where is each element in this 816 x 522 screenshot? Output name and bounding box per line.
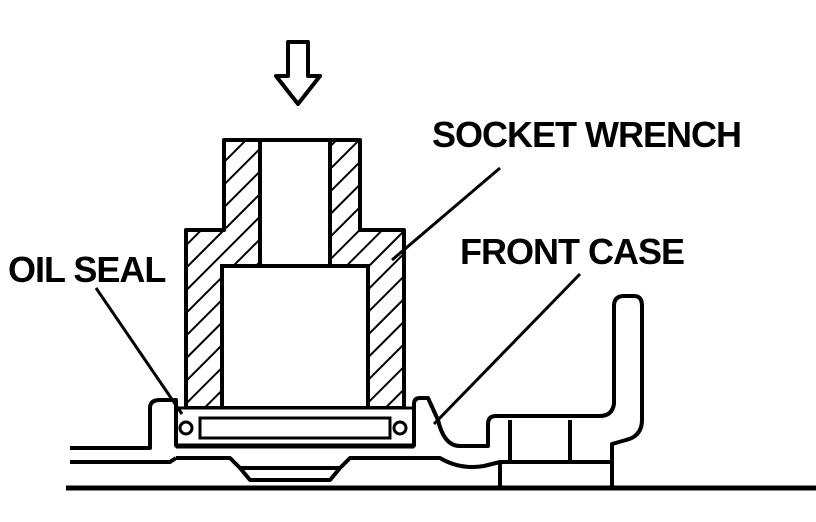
down-arrow-icon: [274, 40, 322, 106]
oil-seal-leader: [94, 287, 184, 415]
socket-wrench-leader: [391, 166, 501, 262]
socket-wrench: [184, 138, 406, 410]
front-case-leader: [432, 272, 582, 426]
oil-seal: [174, 406, 416, 449]
socket-wrench-label: SOCKET WRENCH: [432, 114, 742, 155]
leader-lines: [94, 166, 582, 426]
oil-seal-label: OIL SEAL: [8, 249, 166, 290]
front-case: [66, 294, 816, 491]
front-case-label: FRONT CASE: [460, 231, 685, 272]
